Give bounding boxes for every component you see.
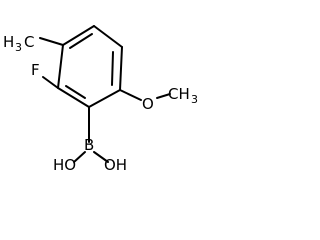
ring-bond-c6-c1 <box>57 44 64 89</box>
methyl-subscript-label: 3 <box>15 41 22 54</box>
bond-fluorine <box>42 76 59 89</box>
structure-canvas: H 3 C F O CH 3 B HO OH <box>3 25 198 174</box>
ring-double-inner-3 <box>65 85 86 99</box>
methyl-h-label: H <box>3 33 14 51</box>
ring-double-inner-2 <box>111 51 114 86</box>
bond-ether-right <box>156 93 171 99</box>
ether-oxygen-label: O <box>142 95 154 113</box>
ring-bond-c2-c3 <box>93 25 123 48</box>
methyl-c-label: C <box>24 33 34 51</box>
bond-ether-left <box>119 89 142 101</box>
ring-bond-c5-c6 <box>57 87 90 108</box>
fluorine-label: F <box>31 61 40 79</box>
ring-bond-c3-c4 <box>119 46 123 91</box>
bond-methyl-top <box>39 37 64 46</box>
methoxy-methyl-label: CH <box>168 85 190 103</box>
ring-bond-c4-c5 <box>88 89 121 108</box>
hydroxy-right-label: OH <box>104 156 127 174</box>
hydroxy-left-label: HO <box>53 156 76 174</box>
molecule-diagram: H 3 C F O CH 3 B HO OH <box>3 25 198 174</box>
methoxy-methyl-subscript: 3 <box>191 93 198 106</box>
ring-double-inner-1 <box>69 33 93 49</box>
bond-boron-oh <box>93 151 109 163</box>
bond-boron-ho <box>73 151 86 163</box>
ring-bond-c1-c2 <box>62 25 95 46</box>
boron-label: B <box>84 136 94 154</box>
